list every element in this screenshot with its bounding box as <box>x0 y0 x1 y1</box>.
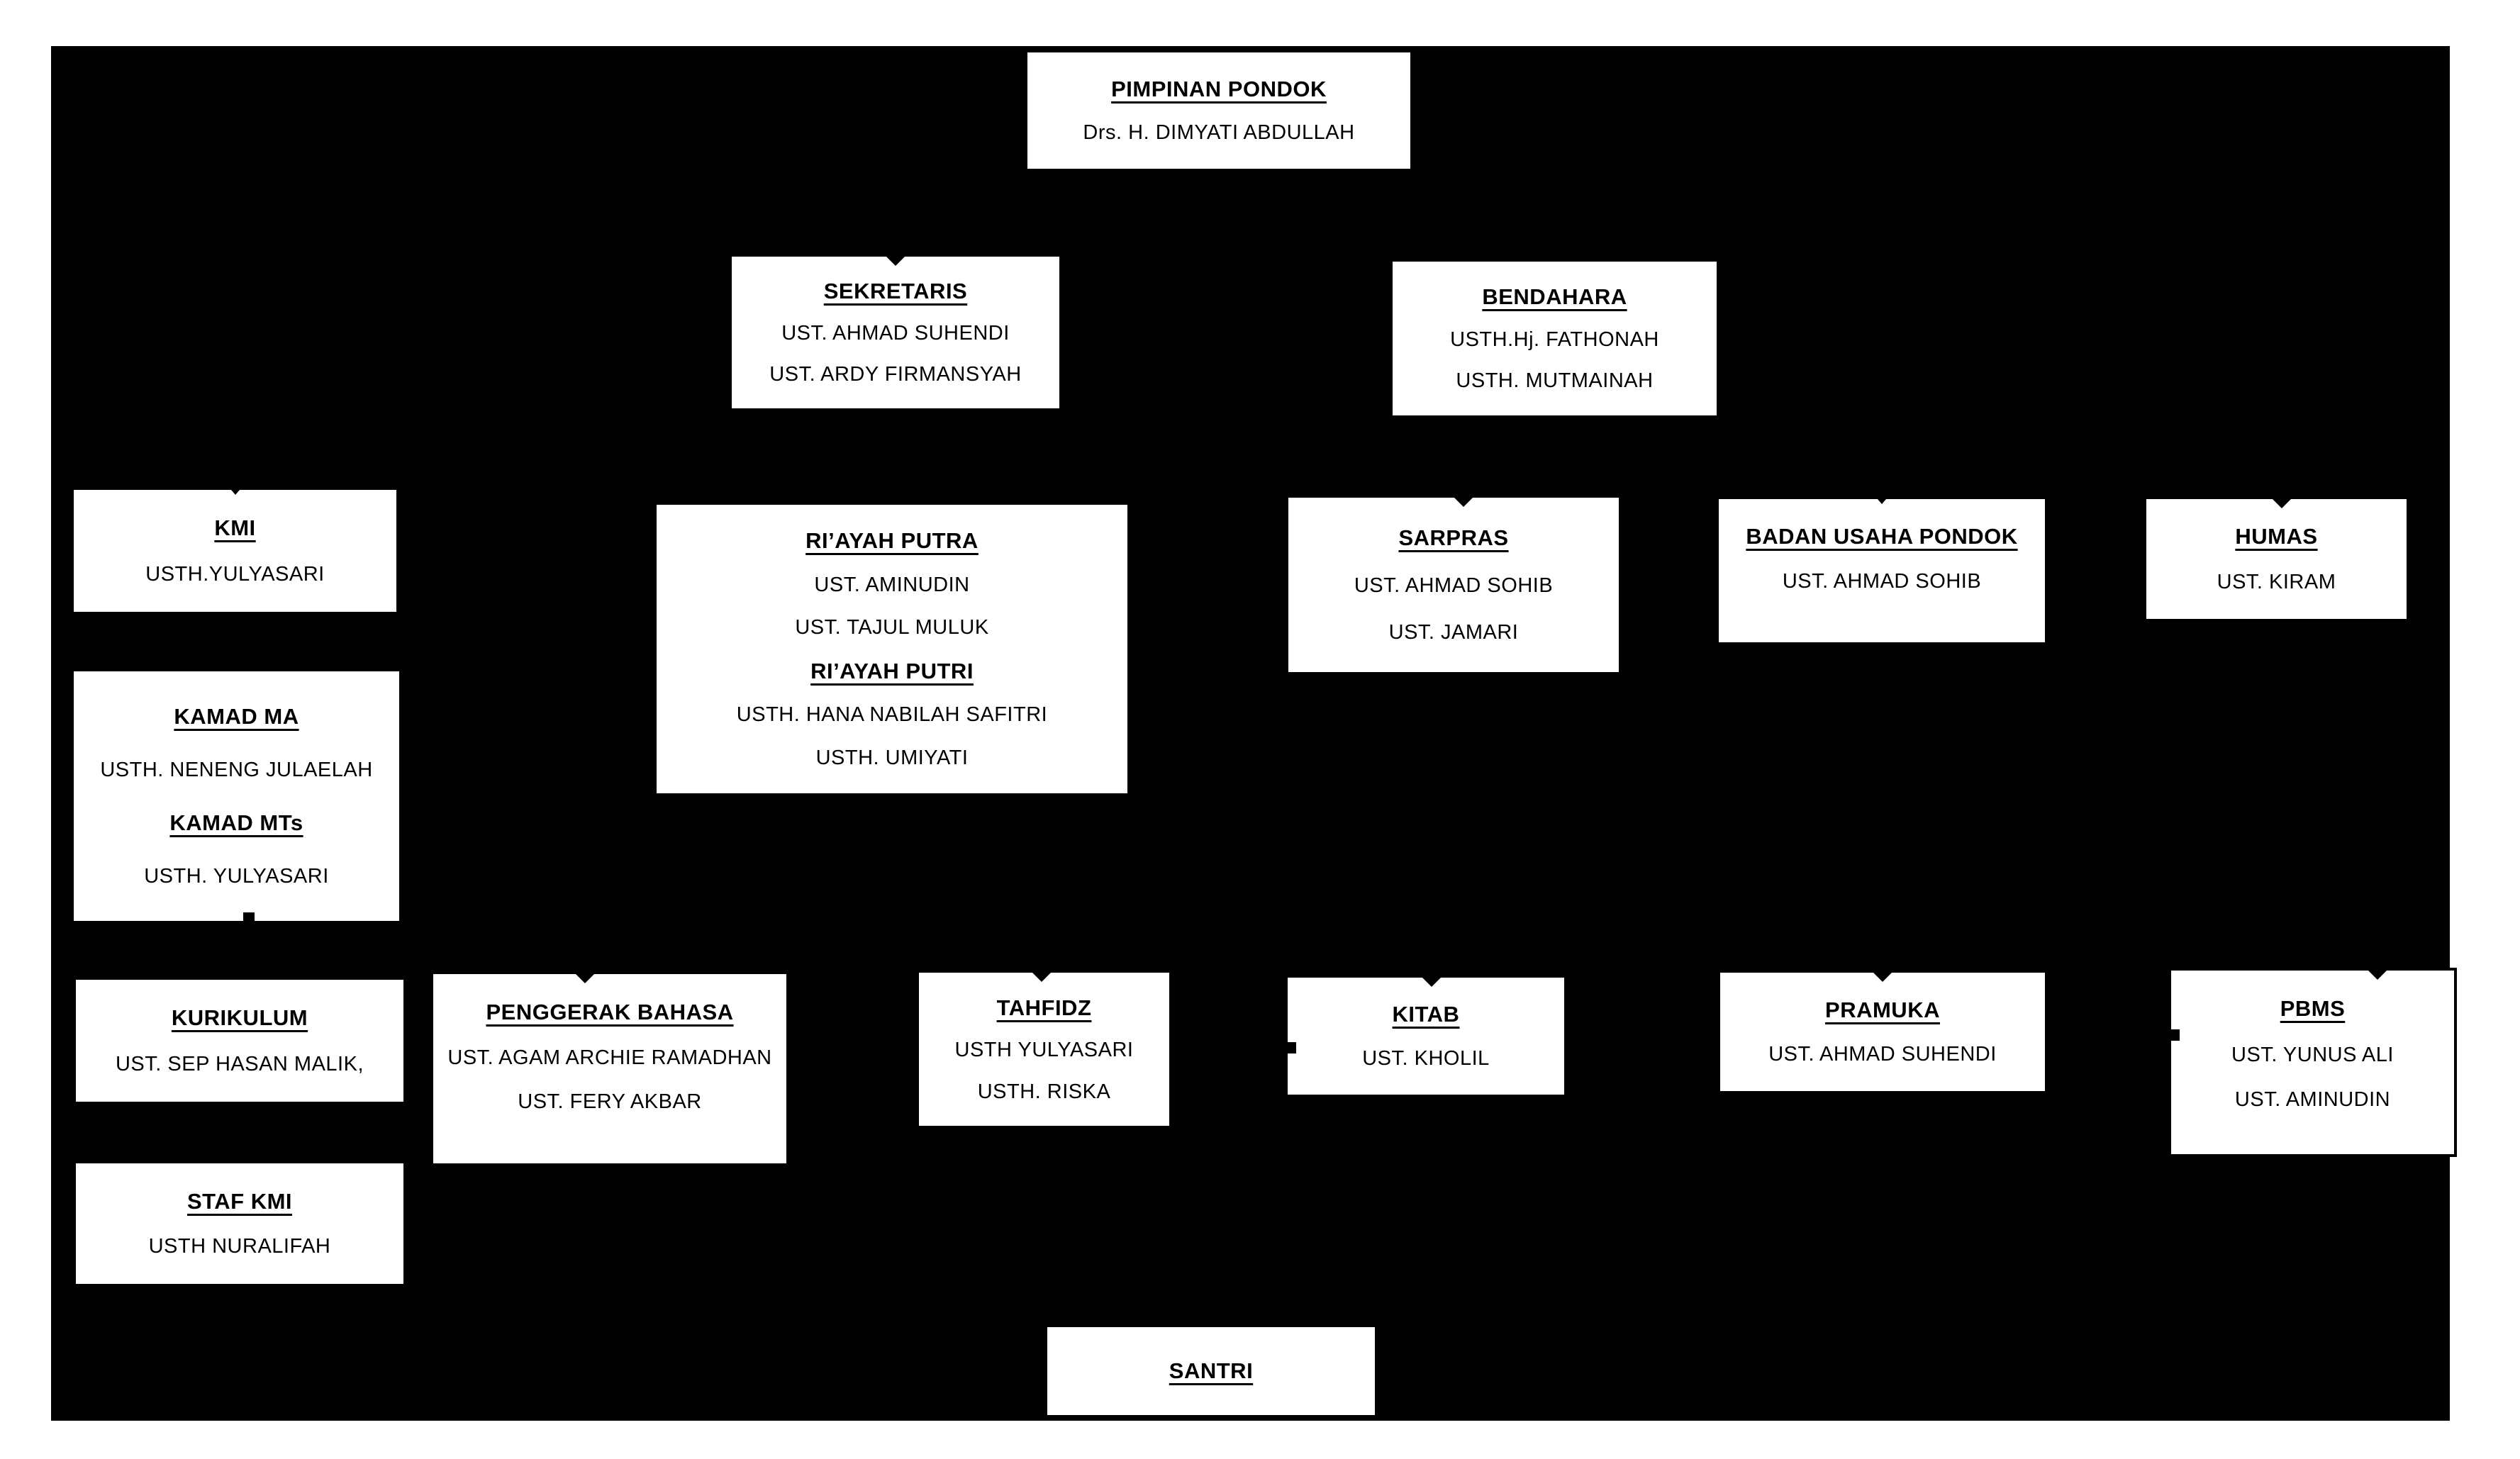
box-title: KITAB <box>1392 1002 1460 1027</box>
box-title: PBMS <box>2280 996 2346 1022</box>
box-title: PENGGERAK BAHASA <box>486 999 734 1024</box>
org-box-humas: HUMAS UST. KIRAM <box>2143 496 2409 622</box>
org-box-kmi: KMI USTH.YULYASARI <box>71 487 399 615</box>
box-title: STAF KMI <box>186 1188 293 1214</box>
member-name: Drs. H. DIMYATI ABDULLAH <box>1083 121 1355 145</box>
box-title: BADAN USAHA PONDOK <box>1746 524 2018 549</box>
member-name: USTH YULYASARI <box>954 1039 1134 1061</box>
org-box-pramuka: PRAMUKA UST. AHMAD SUHENDI <box>1717 970 2048 1094</box>
member-name: UST. YUNUS ALI <box>2231 1043 2394 1066</box>
member-name: UST. AGAM ARCHIE RAMADHAN <box>447 1046 772 1069</box>
member-name: USTH. NENENG JULAELAH <box>100 758 373 781</box>
member-name: USTH.Hj. FATHONAH <box>1450 328 1659 351</box>
box-title: RI’AYAH PUTRI <box>810 659 974 684</box>
member-name: USTH. UMIYATI <box>815 746 969 769</box>
org-box-kamad: KAMAD MA USTH. NENENG JULAELAH KAMAD MTs… <box>71 669 402 924</box>
connector-arrowhead-icon <box>1032 973 1051 982</box>
org-box-pbms: PBMS UST. YUNUS ALI UST. AMINUDIN <box>2168 968 2457 1157</box>
org-box-bendahara: BENDAHARA USTH.Hj. FATHONAH USTH. MUTMAI… <box>1390 259 1719 418</box>
box-title: SARPRAS <box>1398 525 1509 550</box>
member-name: USTH.YULYASARI <box>145 562 325 586</box>
box-title: PIMPINAN PONDOK <box>1111 76 1327 101</box>
box-title: KAMAD MA <box>174 704 299 730</box>
member-name: UST. FERY AKBAR <box>518 1090 702 1114</box>
member-name: UST. AHMAD SUHENDI <box>1768 1043 1997 1066</box>
member-name: USTH. MUTMAINAH <box>1456 369 1654 393</box>
member-name: USTH. YULYASARI <box>144 864 329 888</box>
connector-arrowhead-icon <box>1873 973 1892 982</box>
org-box-staf-kmi: STAF KMI USTH NURALIFAH <box>73 1161 406 1287</box>
member-name: UST. KIRAM <box>2217 570 2336 593</box>
member-name: UST. ARDY FIRMANSYAH <box>769 363 1022 386</box>
org-box-kitab: KITAB UST. KHOLIL <box>1285 975 1567 1097</box>
box-title: PRAMUKA <box>1825 997 1940 1022</box>
member-name: USTH NURALIFAH <box>148 1235 331 1258</box>
box-title: KMI <box>214 515 256 541</box>
connector-arrowhead-icon <box>576 974 595 983</box>
box-title: SEKRETARIS <box>823 279 968 303</box>
member-name: UST. AMINUDIN <box>2234 1088 2391 1111</box>
org-box-sekretaris: SEKRETARIS UST. AHMAD SUHENDI UST. ARDY … <box>729 254 1062 411</box>
org-chart-canvas: PIMPINAN PONDOK Drs. H. DIMYATI ABDULLAH… <box>51 46 2457 1421</box>
box-title: KAMAD MTs <box>169 810 303 836</box>
org-box-riayah: RI’AYAH PUTRA UST. AMINUDIN UST. TAJUL M… <box>654 502 1130 796</box>
org-box-kurikulum: KURIKULUM UST. SEP HASAN MALIK, <box>73 977 406 1105</box>
box-title: KURIKULUM <box>171 1005 308 1031</box>
org-box-pimpinan-pondok: PIMPINAN PONDOK Drs. H. DIMYATI ABDULLAH <box>1025 50 1413 172</box>
box-title: RI’AYAH PUTRA <box>805 528 979 554</box>
member-name: UST. SEP HASAN MALIK, <box>115 1052 364 1075</box>
box-title: BENDAHARA <box>1482 284 1627 309</box>
org-box-tahfidz: TAHFIDZ USTH YULYASARI USTH. RISKA <box>916 970 1172 1129</box>
connector-arrowhead-icon <box>2272 499 2291 508</box>
member-name: UST. AHMAD SOHIB <box>1782 570 1982 593</box>
member-name: UST. AMINUDIN <box>814 573 970 596</box>
connector-stub-icon <box>2171 1029 2180 1041</box>
connector-arrowhead-icon <box>886 257 905 266</box>
member-name: UST. JAMARI <box>1388 621 1519 644</box>
member-name: UST. KHOLIL <box>1362 1047 1490 1070</box>
org-box-penggerak-bahasa: PENGGERAK BAHASA UST. AGAM ARCHIE RAMADH… <box>430 971 789 1166</box>
member-name: USTH. RISKA <box>977 1080 1111 1103</box>
org-box-sarpras: SARPRAS UST. AHMAD SOHIB UST. JAMARI <box>1286 495 1622 675</box>
connector-arrowhead-icon <box>2368 971 2387 980</box>
member-name: UST. AHMAD SUHENDI <box>781 322 1010 345</box>
member-name: USTH. HANA NABILAH SAFITRI <box>736 703 1048 727</box>
connector-stub-icon <box>242 912 255 921</box>
connector-arrowhead-icon <box>230 490 240 495</box>
member-name: UST. AHMAD SOHIB <box>1354 574 1554 597</box>
connector-arrowhead-icon <box>1422 978 1441 987</box>
member-name: UST. TAJUL MULUK <box>795 615 989 639</box>
box-title: SANTRI <box>1169 1358 1254 1383</box>
org-box-santri: SANTRI <box>1044 1324 1378 1418</box>
connector-arrowhead-icon <box>1878 499 1886 504</box>
connector-arrowhead-icon <box>1454 498 1473 507</box>
box-title: HUMAS <box>2235 524 2318 549</box>
box-title: TAHFIDZ <box>996 995 1092 1020</box>
org-box-badan-usaha-pondok: BADAN USAHA PONDOK UST. AHMAD SOHIB <box>1716 496 2048 645</box>
connector-stub-icon <box>1288 1041 1296 1053</box>
